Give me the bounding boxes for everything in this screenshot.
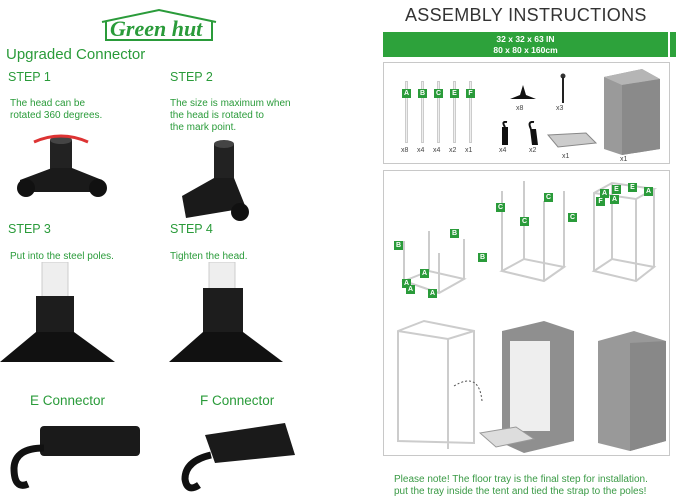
step-1-label: STEP 1 (8, 70, 51, 84)
pole-B-qty: x4 (417, 147, 425, 154)
diagram-badge-A: A (406, 285, 415, 294)
diagram-badge-A: A (610, 195, 619, 204)
pole-E-badge: E (450, 89, 459, 98)
step-4-label: STEP 4 (170, 222, 213, 236)
tent-qty: x1 (620, 156, 628, 163)
f-connector-image (181, 423, 295, 492)
pole-C-badge: C (434, 89, 443, 98)
f-hook-icon (528, 121, 538, 145)
stake-qty: x3 (556, 105, 564, 112)
size-banner-tab (670, 32, 676, 57)
step-3-text: Put into the steel poles. (10, 251, 114, 262)
pole-B-icon (421, 81, 424, 143)
e-connector-label: E Connector (30, 393, 106, 408)
step-4-pole-image (169, 262, 283, 362)
diagram-badge-C: C (544, 193, 553, 202)
diagram-badge-C: C (568, 213, 577, 222)
diagram-badge-A: A (644, 187, 653, 196)
stake-icon (560, 73, 566, 103)
step-2-label: STEP 2 (170, 70, 213, 84)
brand-logo: Green hut (110, 16, 203, 41)
pole-F-qty: x1 (465, 147, 473, 154)
diagram-badge-A: A (402, 279, 411, 288)
pole-A-icon (405, 81, 408, 143)
assembly-diagram (397, 181, 666, 453)
pole-B-badge: B (418, 89, 427, 98)
pole-E-icon (453, 81, 456, 143)
pole-F-icon (469, 81, 472, 143)
connector-heading: Upgraded Connector (6, 46, 146, 63)
diagram-badge-E: E (612, 185, 621, 194)
tray-qty: x1 (562, 153, 570, 160)
corner-connector-icon (510, 85, 536, 99)
e-connector-image (10, 426, 140, 489)
assembly-title: ASSEMBLY INSTRUCTIONS (405, 5, 647, 25)
installation-note: Please note! The floor tray is the final… (394, 474, 648, 497)
step-3-label: STEP 3 (8, 222, 51, 236)
floor-tray-icon (546, 132, 598, 148)
diagram-badge-F: F (596, 197, 605, 206)
step-3-pole-image (0, 262, 115, 362)
pole-A-qty: x8 (401, 147, 409, 154)
step-4-text: Tighten the head. (170, 251, 248, 262)
e-hook-qty: x4 (499, 147, 507, 154)
diagram-badge-B: B (394, 241, 403, 250)
diagram-badge-C: C (520, 217, 529, 226)
diagram-badge-A: A (600, 189, 609, 198)
corner-qty: x8 (516, 105, 524, 112)
pole-C-icon (437, 81, 440, 143)
diagram-badge-B: B (478, 253, 487, 262)
step-1-connector-image (17, 134, 107, 197)
grow-tent-icon (604, 69, 660, 155)
f-hook-qty: x2 (529, 147, 537, 154)
e-hook-icon (502, 121, 508, 145)
pole-A-badge: A (402, 89, 411, 98)
step-2-connector-image (182, 140, 249, 221)
diagram-badge-A: A (420, 269, 429, 278)
diagram-badge-C: C (496, 203, 505, 212)
diagram-badge-E: E (628, 183, 637, 192)
diagram-badge-B: B (450, 229, 459, 238)
brand-logo-frame (101, 8, 217, 41)
f-connector-label: F Connector (200, 393, 275, 408)
pole-C-qty: x4 (433, 147, 441, 154)
diagram-badge-A: A (428, 289, 437, 298)
pole-E-qty: x2 (449, 147, 457, 154)
pole-F-badge: F (466, 89, 475, 98)
